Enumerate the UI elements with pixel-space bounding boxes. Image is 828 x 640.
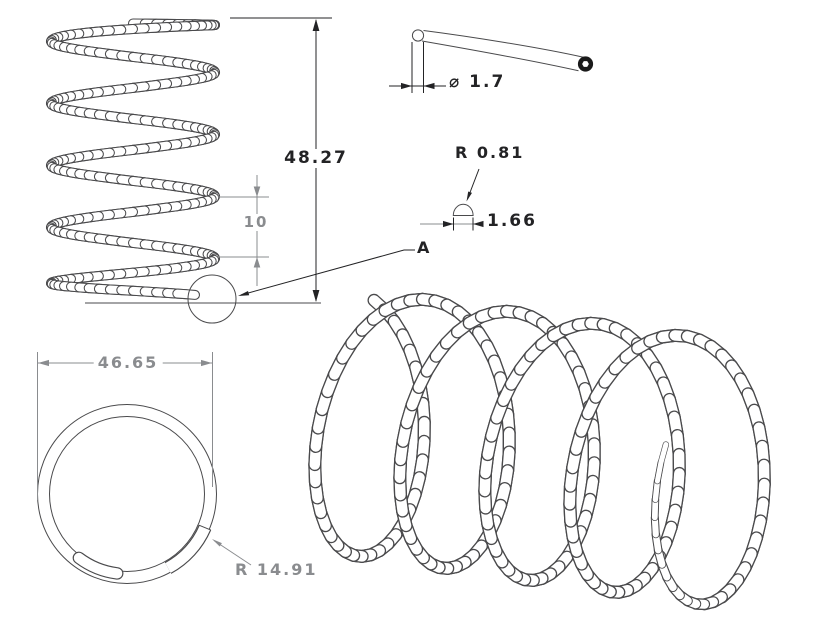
arrow-right-icon	[443, 220, 454, 228]
pitch-extension-lines	[218, 196, 269, 258]
arrow-up-left-icon	[212, 539, 222, 547]
outer-diameter-dimension	[37, 352, 213, 500]
inner-coil-circle	[49, 416, 205, 572]
arrow-up-icon	[312, 19, 320, 31]
pitch-dimension	[218, 175, 269, 286]
spring-top-view	[37, 404, 217, 584]
outer-diameter-label: 46.65	[93, 354, 163, 372]
diameter-extension-lines	[37, 352, 213, 500]
arrow-down-left-icon	[466, 191, 472, 202]
wire-section-hole	[582, 61, 589, 67]
wire-end-tab-fill	[165, 525, 211, 573]
pitch-dimension-label: 10	[239, 214, 273, 231]
arrow-down-icon	[253, 186, 261, 197]
height-dimension-label: 48.27	[280, 149, 352, 168]
end-radius-dimension	[466, 168, 480, 202]
detail-leader-line	[240, 249, 415, 296]
wire-bottom-edge	[421, 40, 579, 72]
diameter-extension-lines	[411, 42, 424, 93]
arrow-left-icon	[38, 359, 49, 367]
arrow-left-icon	[238, 291, 250, 296]
wire-end-cut-line	[198, 524, 212, 531]
wire-diameter-dimension	[389, 42, 446, 93]
coil-radius-dimension	[212, 539, 252, 566]
arrow-down-icon	[312, 290, 320, 302]
wire-diameter-label: ⌀ 1.7	[449, 72, 506, 92]
arrow-right-icon	[401, 82, 412, 90]
wire-section-dome	[452, 203, 474, 216]
end-width-dimension	[420, 217, 484, 231]
wire-end-detail-view	[411, 29, 594, 72]
arrow-right-icon	[201, 359, 212, 367]
arrow-left-icon	[473, 220, 484, 228]
detail-a-label: A	[417, 238, 432, 257]
detail-a-callout	[187, 249, 415, 324]
spring-front-view	[46, 18, 220, 300]
arrow-left-icon	[423, 82, 435, 90]
arrow-up-icon	[253, 257, 261, 268]
wire-top-edge	[423, 30, 585, 58]
end-radius-label: R 0.81	[455, 143, 525, 162]
spring-isometric-view	[308, 292, 771, 611]
wire-ball-end	[411, 29, 425, 42]
wire-end-strand-fill	[73, 552, 123, 579]
detail-circle	[187, 274, 237, 324]
end-width-label: 1.66	[487, 211, 537, 231]
coil-radius-label: R 14.91	[235, 560, 318, 579]
